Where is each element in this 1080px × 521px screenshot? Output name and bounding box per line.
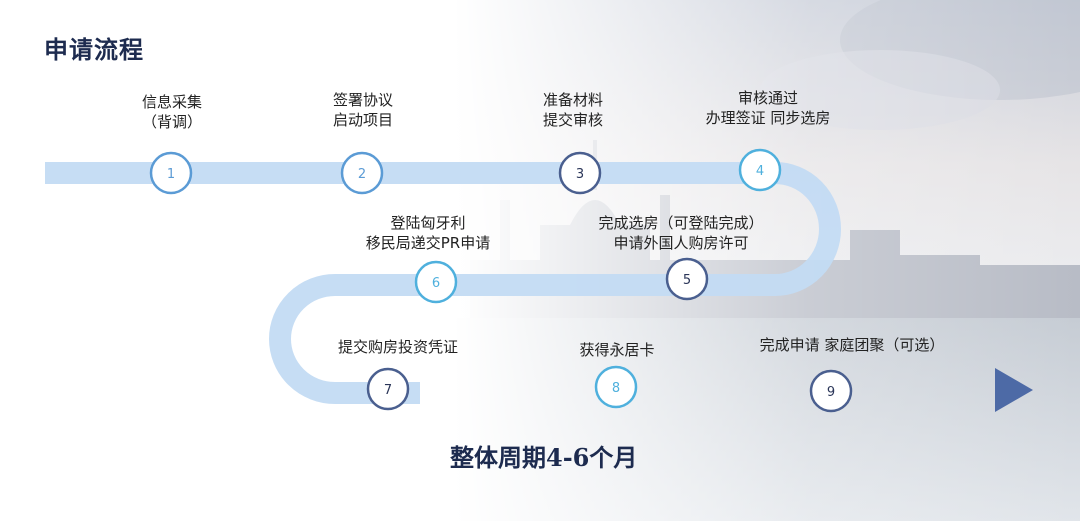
step-label-5: 完成选房（可登陆完成）申请外国人购房许可 xyxy=(598,214,764,252)
step-node-circle xyxy=(149,151,193,195)
step-label-7: 提交购房投资凭证 xyxy=(337,338,459,356)
step-label-8: 获得永居卡 xyxy=(579,341,655,359)
step-label-4: 审核通过办理签证 同步选房 xyxy=(705,89,831,127)
step-node-circle xyxy=(340,151,384,195)
step-number: 9 xyxy=(827,385,835,400)
step-number: 5 xyxy=(683,273,691,288)
step-node-6: 6 xyxy=(414,260,458,304)
step-label-6: 登陆匈牙利移民局递交PR申请 xyxy=(365,214,491,252)
page-title: 申请流程 xyxy=(44,35,144,64)
step-number: 6 xyxy=(432,276,440,291)
step-label-3: 准备材料提交审核 xyxy=(542,91,604,129)
step-number: 8 xyxy=(612,381,620,396)
step-node-5: 5 xyxy=(665,257,709,301)
step-node-2: 2 xyxy=(340,151,384,195)
step-label-9: 完成申请 家庭团聚（可选） xyxy=(759,336,945,354)
step-number: 4 xyxy=(756,164,764,179)
step-number: 3 xyxy=(576,167,584,182)
step-node-9: 9 xyxy=(809,369,853,413)
step-node-circle xyxy=(414,260,458,304)
step-node-circle xyxy=(809,369,853,413)
step-node-circle xyxy=(366,367,410,411)
step-node-8: 8 xyxy=(594,365,638,409)
step-node-1: 1 xyxy=(149,151,193,195)
step-number: 2 xyxy=(358,167,366,182)
step-node-circle xyxy=(594,365,638,409)
step-node-circle xyxy=(738,148,782,192)
total-duration: 整体周期4-6个月 xyxy=(450,443,638,472)
step-node-circle xyxy=(665,257,709,301)
step-node-4: 4 xyxy=(738,148,782,192)
step-number: 1 xyxy=(167,167,175,182)
step-node-7: 7 xyxy=(366,367,410,411)
step-node-3: 3 xyxy=(558,151,602,195)
arrow-head xyxy=(995,368,1033,412)
step-number: 7 xyxy=(384,383,392,398)
step-label-1: 信息采集（背调） xyxy=(141,93,203,131)
flow-track xyxy=(45,162,841,404)
step-label-2: 签署协议启动项目 xyxy=(332,91,394,129)
step-node-circle xyxy=(558,151,602,195)
